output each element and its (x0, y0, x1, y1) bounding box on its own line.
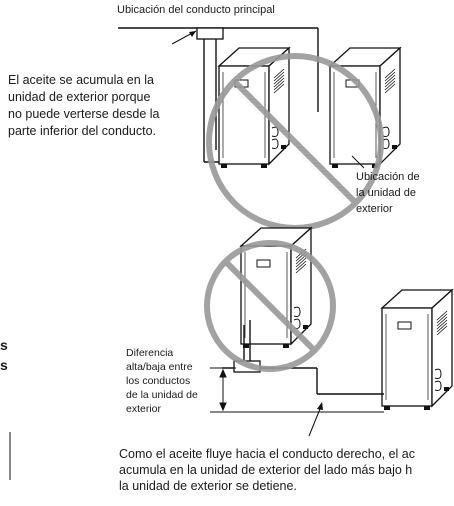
unit-location-label: Ubicación de la unidad de exterior (356, 171, 420, 215)
oil-flow-note: Como el aceite fluye hacia el conducto d… (119, 447, 416, 493)
height-difference-label: Diferencia alta/baja entre los conductos… (126, 347, 198, 415)
outdoor-unit-bottom-lower (381, 289, 453, 411)
left-cropped-text-1: s (0, 337, 8, 353)
main-pipe-location-label: Ubicación del conducto principal (117, 4, 275, 16)
tee-joint-top (196, 27, 224, 40)
prohibition-sign-bottom (204, 240, 336, 372)
unit-location-leader (351, 155, 365, 169)
height-difference-dimension (210, 367, 384, 413)
left-cropped-text-2: s (0, 357, 8, 373)
oil-accumulation-note: El aceite se acumula en la unidad de ext… (8, 73, 160, 138)
